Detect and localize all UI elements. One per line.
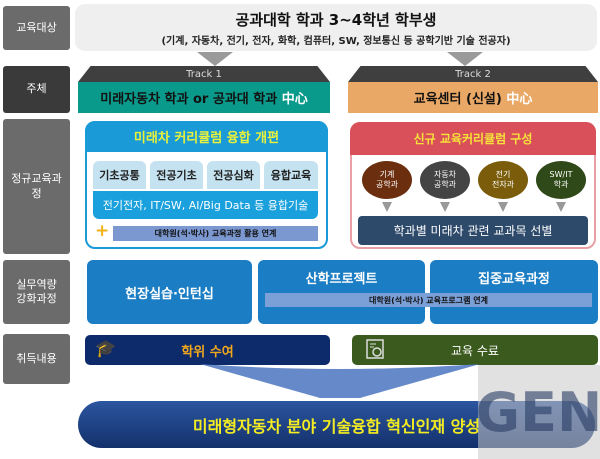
grad-link-bar: 대학원(석·박사) 교육과정 활용 연계 bbox=[113, 226, 318, 241]
track2-suffix: 中心 bbox=[506, 92, 533, 107]
dept-line2: 공학과 bbox=[433, 180, 457, 189]
track2-label: 교육센터 (신설) bbox=[413, 92, 502, 107]
dept-line2: 학과 bbox=[553, 180, 569, 189]
completion-box: 교육 수료 bbox=[352, 335, 598, 365]
curriculum2-title: 신규 교육커리큘럼 구성 bbox=[350, 122, 596, 155]
subject-box: 융합교육 bbox=[264, 161, 318, 189]
target-subtitle: (기계, 자동차, 전기, 전자, 화학, 컴퓨터, SW, 정보통신 등 공학… bbox=[161, 35, 511, 47]
funnel-arrow-icon bbox=[200, 364, 480, 398]
certificate-icon bbox=[366, 339, 384, 359]
curriculum1-panel: 미래차 커리큘럼 융합 개편 기초공통 전공기초 전공심화 융합교육 전기전자,… bbox=[85, 121, 328, 249]
track1-suffix: 中心 bbox=[281, 92, 308, 107]
arrow-down-icon bbox=[556, 202, 566, 212]
dept-line2: 공학과 bbox=[375, 180, 399, 189]
label-regular-course: 정규교육과정 bbox=[3, 119, 70, 254]
dept-line1: 자동차 bbox=[433, 170, 457, 180]
label-outcome: 취득내용 bbox=[3, 334, 70, 384]
subject-box: 기초공통 bbox=[93, 161, 146, 189]
track1-label: 미래자동차 학과 or 공과대 학과 bbox=[100, 92, 278, 107]
dept-line1: SW/IT bbox=[549, 170, 573, 180]
arrow-down-icon bbox=[447, 52, 483, 66]
completion-label: 교육 수료 bbox=[451, 343, 499, 358]
subject-box: 전공기초 bbox=[150, 161, 203, 189]
dept-line2: 전자과 bbox=[491, 180, 515, 189]
target-title: 공과대학 학과 3~4학년 학부생 bbox=[235, 10, 437, 29]
label-practice: 실무역량 강화과정 bbox=[3, 260, 70, 324]
arrow-down-icon bbox=[498, 202, 508, 212]
arrow-down-icon bbox=[440, 202, 450, 212]
plus-icon: + bbox=[95, 221, 110, 241]
track2-tab: Track 2 bbox=[348, 66, 598, 82]
result-bar: 학과별 미래차 관련 교과목 선별 bbox=[358, 216, 588, 245]
track1-tab: Track 1 bbox=[78, 66, 330, 82]
label-target: 교육대상 bbox=[3, 6, 70, 50]
target-box: 공과대학 학과 3~4학년 학부생 (기계, 자동차, 전기, 전자, 화학, … bbox=[75, 4, 597, 51]
track1-box: 미래자동차 학과 or 공과대 학과 中心 bbox=[78, 82, 330, 113]
graduation-cap-icon: 🎓 bbox=[95, 339, 117, 359]
watermark-logo: GEN bbox=[476, 365, 600, 459]
degree-box: 🎓 학위 수여 bbox=[85, 335, 330, 365]
arrow-down-icon bbox=[382, 202, 392, 212]
track2-box: 교육센터 (신설) 中心 bbox=[348, 82, 598, 113]
practice-project: 산학프로젝트 bbox=[258, 260, 425, 324]
practice-intensive: 집중교육과정 bbox=[430, 260, 598, 324]
arrow-down-icon bbox=[197, 52, 233, 66]
curriculum1-title: 미래차 커리큘럼 융합 개편 bbox=[85, 121, 328, 152]
degree-label: 학위 수여 bbox=[181, 344, 234, 360]
label-subject: 주체 bbox=[3, 66, 70, 113]
subject-box: 전공심화 bbox=[207, 161, 260, 189]
dept-line1: 기계 bbox=[379, 170, 395, 180]
grad-program-bar: 대학원(석·박사) 교육프로그램 연계 bbox=[265, 293, 592, 307]
practice-internship: 현장실습·인턴십 bbox=[87, 260, 252, 324]
dept-line1: 전기 bbox=[495, 170, 511, 180]
tech-bar: 전기전자, IT/SW, AI/Big Data 등 융합기술 bbox=[93, 191, 318, 219]
